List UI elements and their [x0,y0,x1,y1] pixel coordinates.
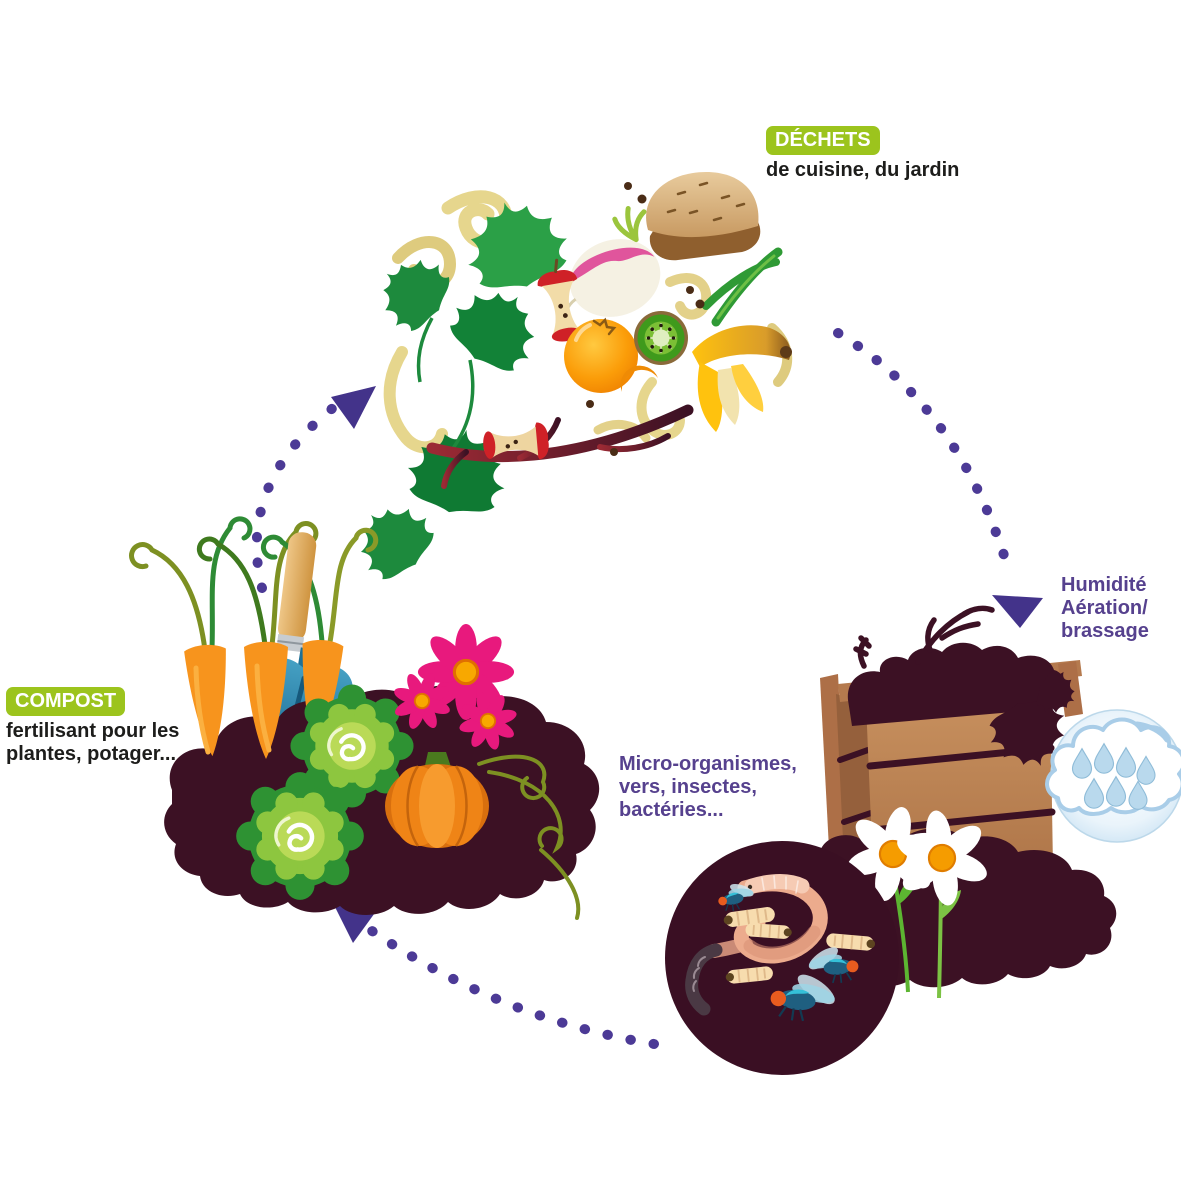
kiwi-icon [634,311,688,365]
compost-subtitle-line: fertilisant pour les [6,720,180,742]
green-beans-icon [702,247,783,327]
orange-icon [564,317,638,393]
waste-label-block: DÉCHETS de cuisine, du jardin [766,126,959,182]
worms-and-insects-icon [665,841,899,1075]
micro-organisms-line: vers, insectes, [619,776,757,798]
water-drops-cloud-icon [1045,709,1181,843]
daisy-flowers-icon [835,796,997,999]
arrow-organisms-to-compost [334,905,659,1049]
banana-peel-icon [692,325,792,432]
bread-icon [646,172,761,261]
branch-icon [853,605,995,669]
micro-organisms-line: bactéries... [619,799,724,821]
kitchen-garden-waste-icon [342,172,793,591]
arrow-waste-to-bin [833,328,1043,628]
humidity-line: Aération/ [1061,597,1148,619]
dechets-badge: DÉCHETS [766,126,880,155]
arrow-compost-to-waste [251,386,376,593]
seeds-icon [586,182,705,456]
humidity-line: brassage [1061,620,1149,642]
orange-rind-icon [620,365,658,392]
vegetable-garden-compost-icon [129,516,600,920]
pumpkin-vine-icon [477,754,581,920]
apple-core-icon [483,422,549,460]
compost-label-block: COMPOST fertilisant pour les plantes, po… [6,687,179,766]
carrot-tops-icon [129,516,379,653]
arrowhead-icon [331,386,376,429]
dechets-subtitle: de cuisine, du jardin [766,159,960,181]
humidity-line: Humidité [1061,574,1147,596]
compost-subtitle-line: plantes, potager... [6,743,177,765]
humidity-label: Humidité Aération/ brassage [1061,574,1149,643]
arrowhead-icon [992,595,1043,628]
micro-organisms-label: Micro-organismes, vers, insectes, bactér… [619,753,797,822]
micro-organisms-line: Micro-organismes, [619,753,797,775]
cabbage-icon [236,772,364,900]
compost-badge: COMPOST [6,687,126,716]
pumpkin-icon [385,752,581,920]
carrots-icon [183,638,344,759]
